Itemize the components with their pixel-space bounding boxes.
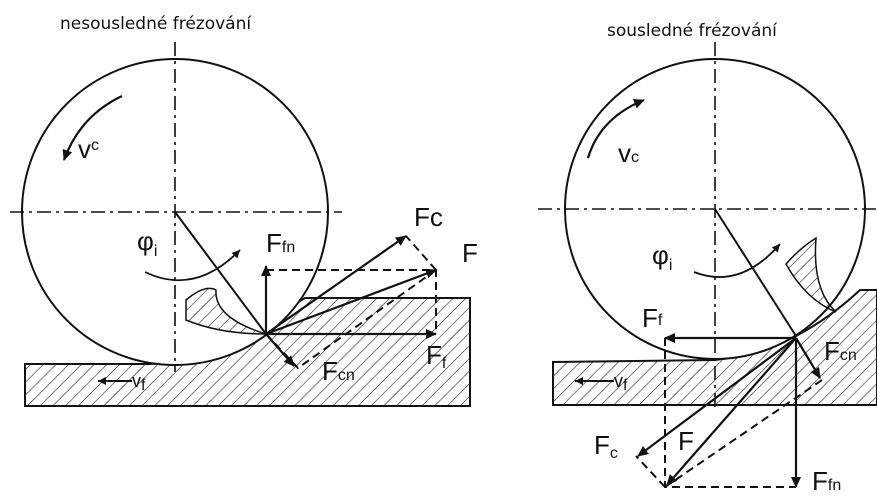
right-radius-line (714, 208, 797, 337)
right-panel-climb-milling: sousledné frézování vc φi vf Ff Fcn (538, 21, 877, 496)
right-title: sousledné frézování (607, 21, 778, 41)
left-Fc-arrow (265, 235, 407, 335)
left-radius-line (174, 211, 267, 335)
right-F-label: F (678, 426, 694, 456)
left-panel-upcut-milling: nesousledné frézování vc φi vf Fc F (10, 14, 478, 407)
left-chip (185, 287, 267, 335)
right-chip (785, 236, 837, 313)
left-Ffn-label: Ffn (266, 228, 295, 258)
left-title: nesousledné frézování (60, 14, 252, 34)
left-F-label: F (462, 238, 478, 268)
right-phi-label: φi (652, 240, 672, 274)
left-Fc-label: Fc (414, 202, 443, 232)
left-phi-label: φi (137, 226, 157, 260)
right-Fc-label: Fc (594, 430, 618, 462)
right-F-arrow (666, 337, 797, 486)
right-Ffn-label: Ffn (812, 466, 841, 496)
left-F-arrow (265, 268, 437, 336)
left-vc-arrow (62, 95, 123, 161)
right-Fc-arrow (637, 337, 797, 457)
right-vf-label: vf (614, 371, 628, 394)
left-vf-label: vf (132, 371, 146, 394)
right-phi-arc (693, 243, 781, 278)
right-Fcn-label: Fcn (824, 336, 857, 366)
left-Ff-label: Ff (426, 340, 447, 372)
left-Fcn-arrow (265, 333, 295, 367)
right-vc-arrow (586, 98, 645, 159)
right-Fcn-arrow (795, 337, 821, 379)
right-vc-label: vc (618, 138, 639, 168)
right-Ff-label: Ff (642, 303, 663, 333)
left-vc-label: vc (78, 134, 99, 164)
left-phi-arc (144, 249, 241, 282)
left-Fcn-label: Fcn (322, 356, 355, 386)
